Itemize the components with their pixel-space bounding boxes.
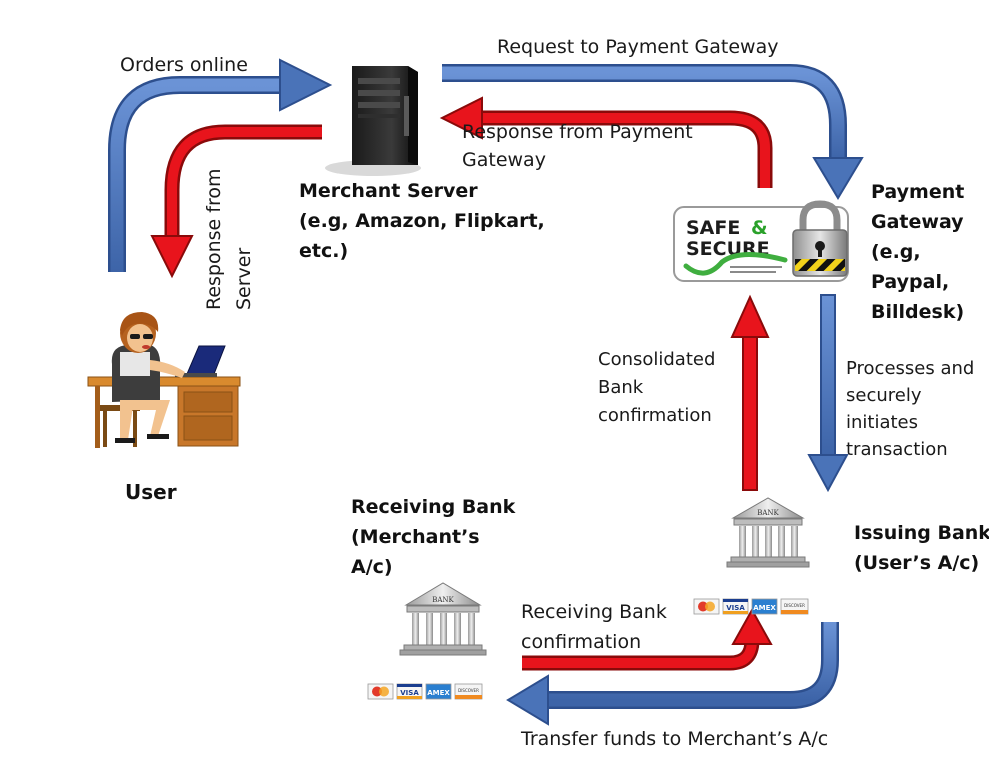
visa-card-icon: VISA bbox=[722, 598, 749, 615]
visa-card-text: VISA bbox=[726, 604, 745, 612]
visa-card-text: VISA bbox=[400, 689, 419, 697]
discover-card-text: DISCOVER bbox=[458, 688, 479, 693]
discover-card-icon: DISCOVER bbox=[780, 598, 809, 615]
arrow-request-to-gateway bbox=[442, 64, 864, 200]
edge-label-receiving-confirmation: Receiving Bank confirmation bbox=[521, 601, 667, 653]
amex-card-icon: AMEX bbox=[751, 598, 778, 615]
issuing-bank-label: Issuing Bank (User’s A/c) bbox=[854, 522, 989, 574]
issuing-bank-cards: VISA AMEX DISCOVER bbox=[693, 598, 809, 615]
receiving-bank-icon: BANK bbox=[399, 582, 487, 656]
edge-label-transfer-funds: Transfer funds to Merchant’s A/c bbox=[521, 728, 829, 750]
server-icon bbox=[325, 66, 421, 176]
mastercard-icon bbox=[693, 598, 720, 615]
issuing-bank-icon: BANK bbox=[726, 497, 810, 568]
badge-text-ampersand: & bbox=[751, 217, 768, 239]
edge-label-consolidated: Consolidated Bank confirmation bbox=[598, 349, 716, 426]
arrow-response-from-gateway bbox=[439, 96, 773, 188]
edge-label-processes: Processes and securely initiates transac… bbox=[846, 358, 975, 460]
safe-secure-badge-icon: SAFE & SECURE bbox=[673, 200, 849, 282]
arrow-processes-transaction bbox=[807, 294, 849, 493]
issuing-bank-pediment-text: BANK bbox=[757, 509, 779, 517]
amex-card-icon: AMEX bbox=[425, 683, 452, 700]
mastercard-icon bbox=[367, 683, 394, 700]
edge-label-response-from-gateway: Response from Payment Gateway bbox=[462, 121, 693, 171]
payment-gateway-label: Payment Gateway (e.g, Paypal, Billdesk) bbox=[871, 181, 965, 323]
arrow-response-from-server bbox=[150, 124, 322, 279]
edge-label-request-to-gateway: Request to Payment Gateway bbox=[497, 36, 779, 58]
badge-text-safe: SAFE bbox=[686, 217, 740, 239]
arrow-receiving-confirmation bbox=[522, 607, 773, 671]
arrow-consolidated-confirmation bbox=[730, 294, 770, 491]
receiving-bank-cards: VISA AMEX DISCOVER bbox=[367, 683, 483, 700]
amex-card-text: AMEX bbox=[753, 604, 776, 612]
edge-label-orders-online: Orders online bbox=[120, 54, 248, 76]
amex-card-text: AMEX bbox=[427, 689, 450, 697]
visa-card-icon: VISA bbox=[396, 683, 423, 700]
arrow-orders-online bbox=[108, 58, 333, 272]
receiving-bank-pediment-text: BANK bbox=[432, 596, 454, 604]
merchant-server-label: Merchant Server (e.g, Amazon, Flipkart, … bbox=[299, 180, 545, 262]
discover-card-text: DISCOVER bbox=[784, 603, 805, 608]
user-label: User bbox=[125, 480, 177, 504]
receiving-bank-label: Receiving Bank (Merchant’s A/c) bbox=[351, 496, 516, 578]
user-at-desk-icon bbox=[87, 312, 241, 448]
discover-card-icon: DISCOVER bbox=[454, 683, 483, 700]
arrow-transfer-funds bbox=[506, 622, 839, 726]
edge-label-response-from-server: Response from Server bbox=[203, 168, 255, 310]
